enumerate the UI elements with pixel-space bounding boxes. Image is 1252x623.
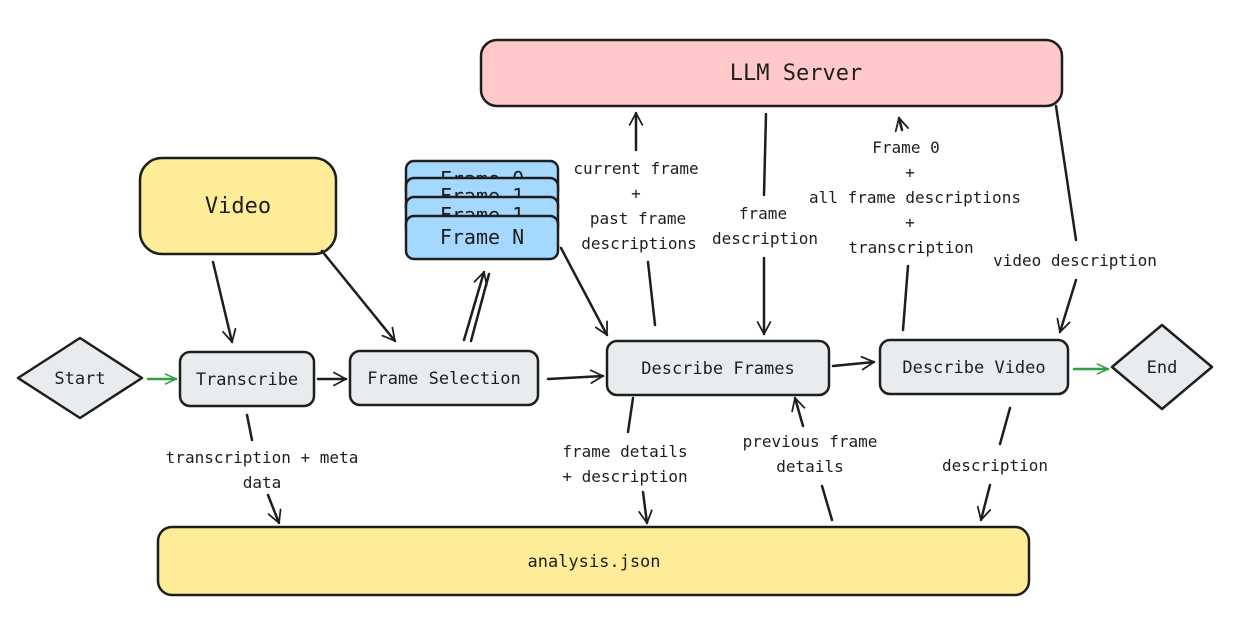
label-frame0-line5: transcription [848, 238, 973, 257]
edge-describe-frames-analysis-lower [638, 490, 653, 525]
frame-n-label: Frame N [440, 225, 524, 249]
end-node: End [1110, 323, 1214, 411]
edge-describe-frames-analysis-upper [626, 396, 635, 434]
edge-describe-video-analysis-lower [976, 483, 992, 522]
edge-describe-video-llm-lower [901, 264, 910, 332]
label-frame-description-line1: frame [739, 204, 787, 223]
label-video-description: video description [993, 251, 1157, 270]
label-previous-frame-line2: details [776, 457, 843, 476]
frame-stack: Frame 0 Frame 1 Frame 1 Frame N [404, 159, 560, 261]
label-description-line1: description [942, 456, 1048, 475]
edge-selection-to-frames-a [462, 270, 488, 342]
edge-llm-describe-frames-upper [762, 112, 768, 197]
label-previous-frame: previous frame details [743, 432, 878, 476]
llm-server-node: LLM Server [479, 38, 1064, 108]
label-frame0-line3: all frame descriptions [809, 188, 1021, 207]
frame-n-card [404, 214, 560, 261]
label-current-frame-line3: past frame [590, 209, 686, 228]
edge-describe-frames-describe-video [831, 355, 876, 371]
analysis-json-node: analysis.json [156, 525, 1031, 597]
end-label: End [1147, 358, 1178, 378]
describe-video-node: Describe Video [878, 338, 1070, 396]
edge-transcribe-analysis-lower [266, 493, 282, 525]
label-current-frame-line2: + [631, 184, 641, 203]
label-frame0-line2: + [905, 163, 915, 182]
frame-selection-label: Frame Selection [367, 369, 521, 389]
edge-describe-video-llm-upper [894, 116, 909, 133]
edge-analysis-describe-frames-lower [820, 484, 834, 522]
label-frame0-line1: Frame 0 [872, 138, 939, 157]
label-current-frame: current frame + past frame descriptions [573, 159, 698, 253]
edge-describe-frames-llm-lower [646, 260, 657, 327]
edge-selection-describe-frames [546, 369, 605, 384]
transcribe-label: Transcribe [196, 370, 298, 390]
label-previous-frame-line1: previous frame [743, 432, 878, 451]
edge-llm-describe-video-upper [1054, 104, 1078, 242]
label-transcription-meta: transcription + meta data [166, 448, 359, 492]
analysis-json-label: analysis.json [527, 552, 660, 572]
edge-video-frame-selection [320, 249, 397, 343]
label-frame0-line4: + [905, 213, 915, 232]
label-frame-details-line2: + description [562, 467, 687, 486]
frame-selection-node: Frame Selection [348, 349, 540, 407]
edge-selection-to-frames-b [469, 272, 491, 343]
edge-analysis-describe-frames-upper [791, 396, 806, 428]
llm-server-label: LLM Server [730, 61, 862, 86]
edge-frames-describe-frames [559, 246, 609, 337]
label-current-frame-line1: current frame [573, 159, 698, 178]
video-node: Video [138, 156, 338, 256]
transcribe-node: Transcribe [178, 350, 316, 408]
edge-transcribe-analysis-upper [245, 413, 254, 442]
start-label: Start [54, 369, 105, 389]
describe-frames-label: Describe Frames [641, 359, 795, 379]
start-node: Start [16, 336, 144, 420]
label-video-description-line1: video description [993, 251, 1157, 270]
label-transcription-meta-line1: transcription + meta [166, 448, 359, 467]
edge-video-transcribe [211, 260, 237, 344]
label-frame-description-line2: description [712, 229, 818, 248]
describe-video-label: Describe Video [902, 358, 1045, 378]
edge-llm-describe-video-lower [1056, 278, 1078, 334]
label-description: description [942, 456, 1048, 475]
video-label: Video [205, 194, 271, 219]
label-frame-description: frame description [712, 204, 818, 248]
label-transcription-meta-line2: data [243, 473, 282, 492]
label-current-frame-line4: descriptions [581, 234, 697, 253]
edge-describe-video-analysis-upper [998, 406, 1012, 446]
label-frame-details: frame details + description [562, 442, 687, 486]
describe-frames-node: Describe Frames [605, 339, 831, 397]
label-frame0-bundle: Frame 0 + all frame descriptions + trans… [809, 138, 1021, 257]
label-frame-details-line1: frame details [562, 442, 687, 461]
